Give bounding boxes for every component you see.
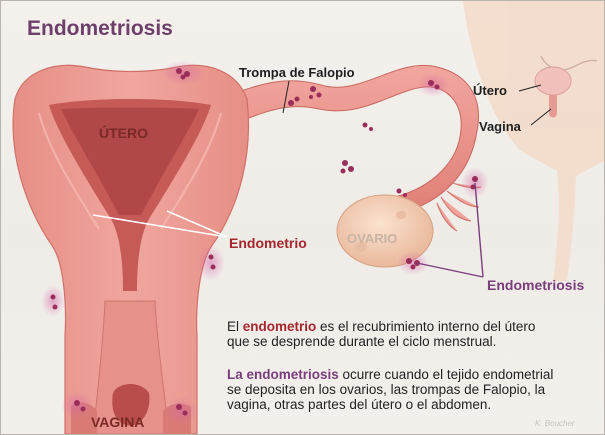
label-uterus-inset: Útero bbox=[473, 83, 507, 98]
caption-p1-line2: que se desprende durante el ciclo menstr… bbox=[227, 334, 496, 349]
caption-p1-term: endometrio bbox=[243, 319, 317, 334]
label-endometriosis: Endometriosis bbox=[487, 277, 584, 293]
label-uterus: ÚTERO bbox=[99, 125, 148, 141]
label-ovary: OVARIO bbox=[347, 231, 397, 246]
label-vagina: VAGINA bbox=[91, 414, 144, 430]
label-fallopian-tube: Trompa de Falopio bbox=[239, 65, 355, 80]
caption-p2-term: La endometriosis bbox=[227, 367, 339, 382]
inset-torso bbox=[463, 1, 604, 281]
caption-p2-line2: se deposita en los ovarios, las trompas … bbox=[227, 382, 545, 397]
caption-p2-line3: vagina, otras partes del útero o el abdo… bbox=[227, 397, 491, 412]
caption-paragraph-endometriosis: La endometriosis ocurre cuando el tejido… bbox=[227, 367, 605, 412]
caption-p1-pre: El bbox=[227, 319, 243, 334]
caption-paragraph-endometrium: El endometrio es el recubrimiento intern… bbox=[227, 319, 605, 349]
caption-p1-line1: es el recubrimiento interno del útero bbox=[316, 319, 535, 334]
label-endometrium: Endometrio bbox=[229, 235, 307, 251]
caption-p2-line1: ocurre cuando el tejido endometrial bbox=[339, 367, 554, 382]
diagram-title: Endometriosis bbox=[27, 17, 173, 41]
artist-signature: K. Boucher bbox=[535, 419, 575, 428]
label-vagina-inset: Vagina bbox=[479, 119, 521, 134]
